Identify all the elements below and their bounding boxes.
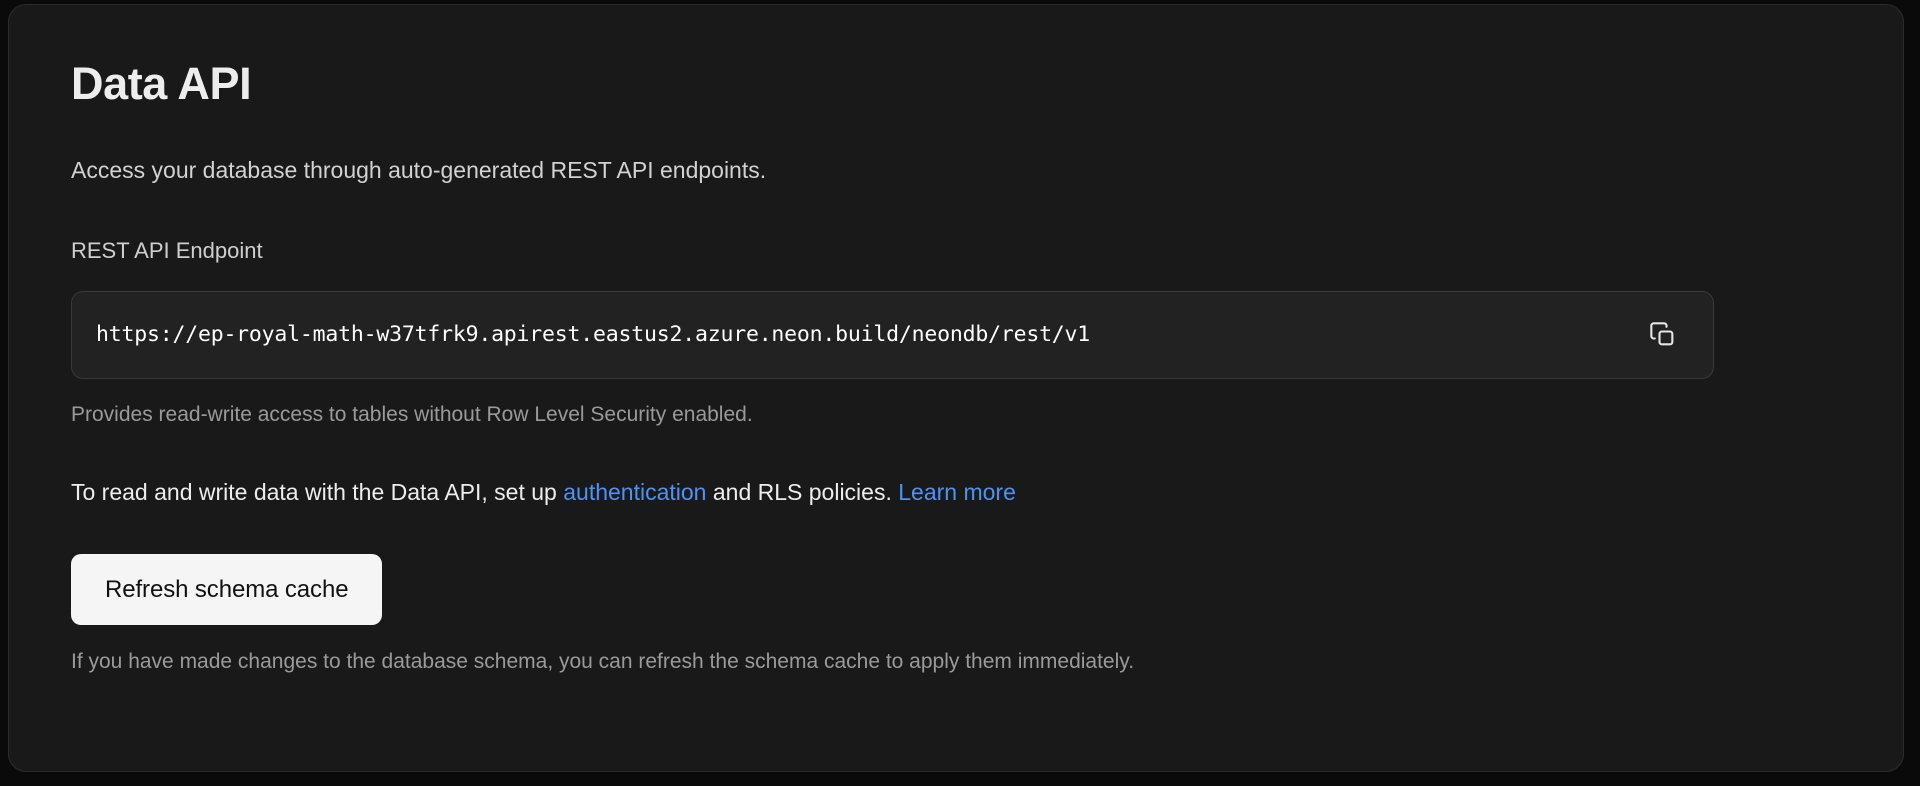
endpoint-hint-text: Provides read-write access to tables wit… [71,402,753,426]
refresh-schema-cache-button[interactable]: Refresh schema cache [71,554,383,626]
copy-icon [1649,321,1677,349]
rest-api-endpoint-label: REST API Endpoint [71,238,263,264]
rest-api-endpoint-field[interactable] [71,290,1714,379]
refresh-footnote: If you have made changes to the database… [71,650,1135,674]
authentication-link[interactable]: authentication [563,479,707,506]
rls-notice: To read and write data with the Data API… [71,478,1841,508]
page-description: Access your database through auto-genera… [71,156,767,183]
data-api-card: Data API Access your database through au… [8,4,1904,772]
rls-notice-prefix: To read and write data with the Data API… [71,479,564,506]
copy-endpoint-button[interactable] [1641,313,1685,357]
rest-api-endpoint-input[interactable] [96,322,1641,348]
learn-more-link[interactable]: Learn more [898,479,1016,506]
page-title: Data API [71,58,252,109]
rls-notice-middle: and RLS policies. [706,479,899,506]
